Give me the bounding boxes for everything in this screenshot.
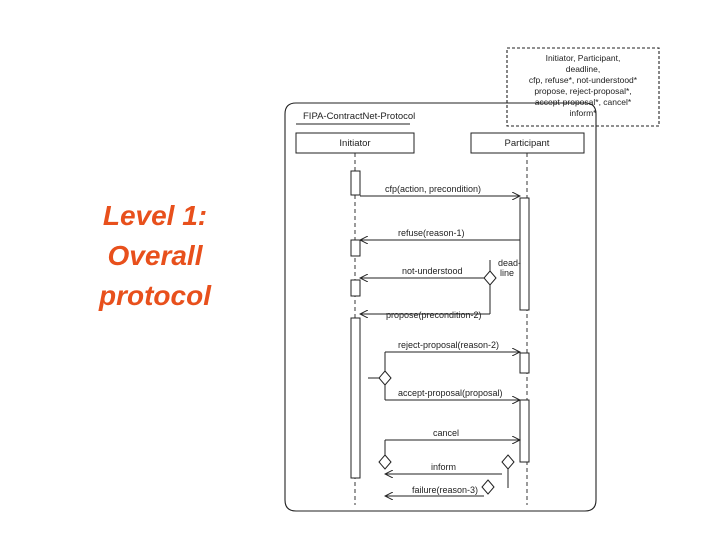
note-line-3: cfp, refuse*, not-understood* <box>529 75 638 85</box>
initiator-activation-1 <box>350 170 361 196</box>
cfp-label: cfp(action, precondition) <box>385 184 481 194</box>
note-line-5: accept-proposal*, cancel* <box>535 97 632 107</box>
note-line-6: inform* <box>570 108 598 118</box>
deadline-diamond <box>483 270 497 286</box>
note-line-2: deadline, <box>566 64 601 74</box>
initiator-activation-2 <box>350 239 361 257</box>
participant-header <box>470 132 585 154</box>
slide-title-line-2: Overall <box>107 240 203 271</box>
initiator-activation-4 <box>350 317 361 479</box>
initiator-label: Initiator <box>339 138 370 149</box>
parameters-note <box>506 47 660 127</box>
slide-title-line-3: protocol <box>99 280 211 311</box>
accept-proposal-label: accept-proposal(proposal) <box>398 388 503 398</box>
cancel-diamond <box>378 454 392 470</box>
participant-activation-2 <box>519 352 530 374</box>
protocol-frame <box>284 102 597 512</box>
slide-title: Level 1: Overall protocol <box>70 196 240 316</box>
cancel-label: cancel <box>433 428 459 438</box>
not-understood-label: not-understood <box>402 266 463 276</box>
note-line-1: Initiator, Participant, <box>546 53 621 63</box>
inform-label: inform <box>431 462 456 472</box>
response-diamond <box>501 454 515 470</box>
participant-activation-1 <box>519 197 530 311</box>
participant-activation-3 <box>519 399 530 463</box>
frame-title: FIPA-ContractNet-Protocol <box>303 111 415 122</box>
propose-label: propose(precondition-2) <box>386 310 482 320</box>
participant-label: Participant <box>505 138 550 149</box>
slide-title-line-1: Level 1: <box>102 200 208 231</box>
choice-diamond <box>378 370 392 386</box>
initiator-activation-3 <box>350 279 361 297</box>
reject-proposal-label: reject-proposal(reason-2) <box>398 340 499 350</box>
refuse-label: refuse(reason-1) <box>398 228 465 238</box>
note-line-4: propose, reject-proposal*, <box>534 86 631 96</box>
failure-label: failure(reason-3) <box>412 485 478 495</box>
failure-diamond <box>481 479 495 495</box>
deadline-label-1: dead- <box>498 258 521 268</box>
deadline-label-2: line <box>500 268 514 278</box>
